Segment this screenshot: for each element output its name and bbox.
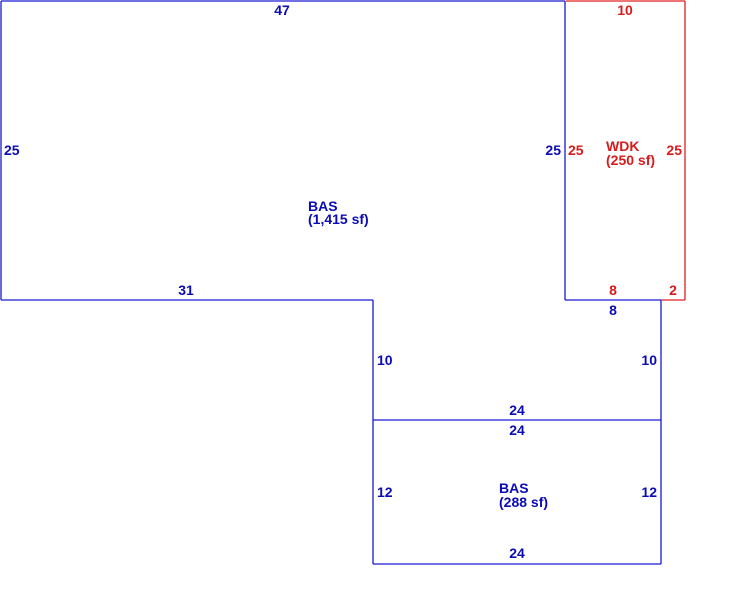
area-label-bas-lower-code: BAS [499, 480, 529, 496]
dim-ext-bottom: 24 [509, 402, 525, 418]
area-label-bas-main-code: BAS [308, 198, 338, 214]
dim-wdk-left: 25 [568, 142, 584, 158]
dim-lower-top: 24 [509, 422, 525, 438]
dim-lower-bottom: 24 [509, 545, 525, 561]
area-label-bas-lower-area: (288 sf) [499, 494, 548, 510]
dim-lower-right: 12 [641, 484, 657, 500]
dim-wdk-right: 25 [666, 142, 682, 158]
dim-bas-main-bottom: 31 [178, 282, 194, 298]
bas-lower-outline [373, 419, 661, 565]
area-label-wdk-area: (250 sf) [606, 152, 655, 168]
dim-bas-main-left: 25 [4, 142, 20, 158]
dim-wdk-bottom-right: 2 [669, 282, 677, 298]
bas-main-outline [0, 0, 662, 564]
wdk-outline [566, 0, 686, 301]
dim-wdk-bottom-left: 8 [609, 282, 617, 298]
area-label-wdk-code: WDK [606, 138, 639, 154]
dim-ext-bottom-right: 8 [609, 302, 617, 318]
dim-bas-main-right: 25 [545, 142, 561, 158]
area-label-bas-main-area: (1,415 sf) [308, 211, 369, 227]
dim-ext-left: 10 [377, 352, 393, 368]
dim-bas-main-top: 47 [274, 2, 290, 18]
dim-wdk-top: 10 [617, 2, 633, 18]
dim-lower-left: 12 [377, 484, 393, 500]
dim-ext-right: 10 [641, 352, 657, 368]
